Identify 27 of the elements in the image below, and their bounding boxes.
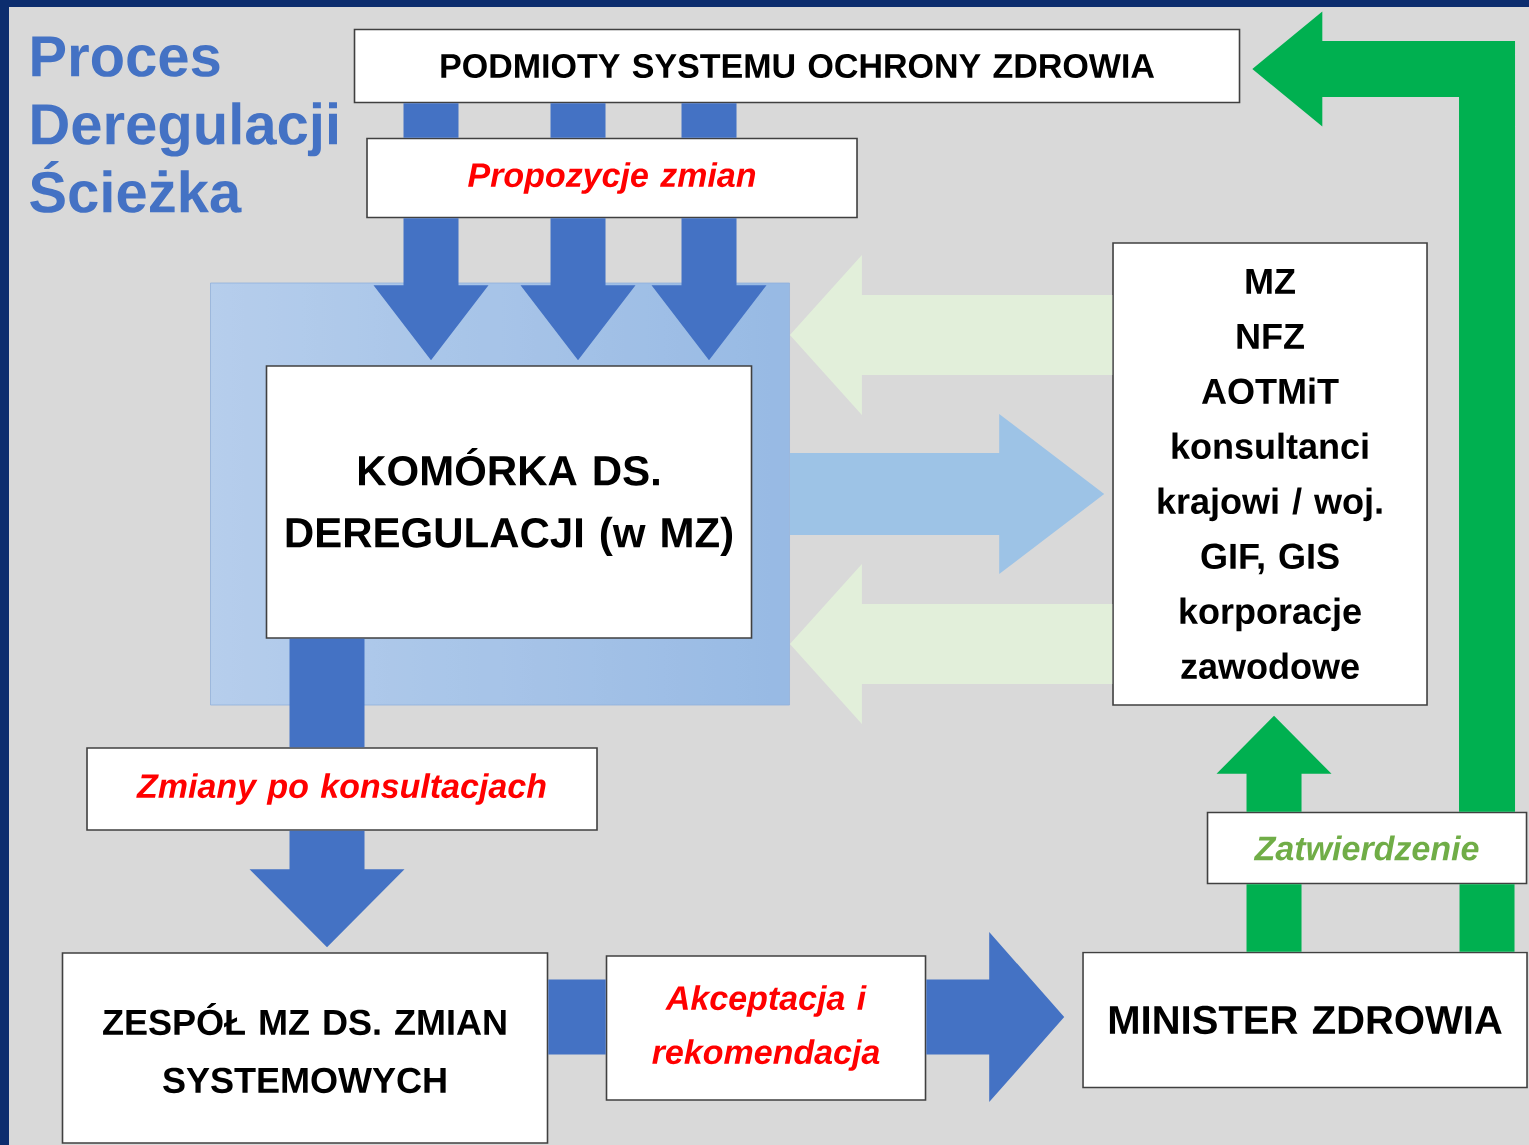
block-arrow xyxy=(1252,11,1515,812)
arrow-shaft xyxy=(1459,884,1515,952)
arrow-shaft xyxy=(548,979,606,1055)
text-box: KOMÓRKA DS. DEREGULACJI (w MZ) xyxy=(265,365,753,639)
arrow-shaft xyxy=(403,103,459,138)
label-box: Zmiany po konsultacjach xyxy=(86,747,598,831)
block-arrow xyxy=(1216,715,1332,812)
block-arrow xyxy=(789,255,1113,415)
block-arrow xyxy=(520,218,636,361)
text-box: PODMIOTY SYSTEMU OCHRONY ZDROWIA xyxy=(353,28,1241,104)
block-arrow xyxy=(789,414,1105,574)
block-arrow xyxy=(249,830,405,948)
arrow-shaft xyxy=(289,638,365,748)
text-box: MZ NFZ AOTMiT konsultanci krajowi / woj. GIF, GIS korporacje zawodowe xyxy=(1112,242,1428,706)
block-arrow xyxy=(651,218,767,361)
arrow-shaft xyxy=(550,103,606,138)
block-arrow xyxy=(373,218,489,361)
text-box: MINISTER ZDROWIA xyxy=(1082,951,1528,1089)
block-arrow xyxy=(926,932,1065,1102)
title: Proces Deregulacji Ścieżka xyxy=(30,36,337,213)
text-box: ZESPÓŁ MZ DS. ZMIAN SYSTEMOWYCH xyxy=(61,952,549,1144)
label-box: Propozycje zmian xyxy=(366,137,858,219)
arrow-shaft xyxy=(681,103,737,138)
label-box: Zatwierdzenie xyxy=(1206,811,1528,885)
block-arrow xyxy=(789,564,1113,724)
label-box: Akceptacja i rekomendacja xyxy=(605,955,927,1101)
arrow-shaft xyxy=(1246,884,1302,952)
